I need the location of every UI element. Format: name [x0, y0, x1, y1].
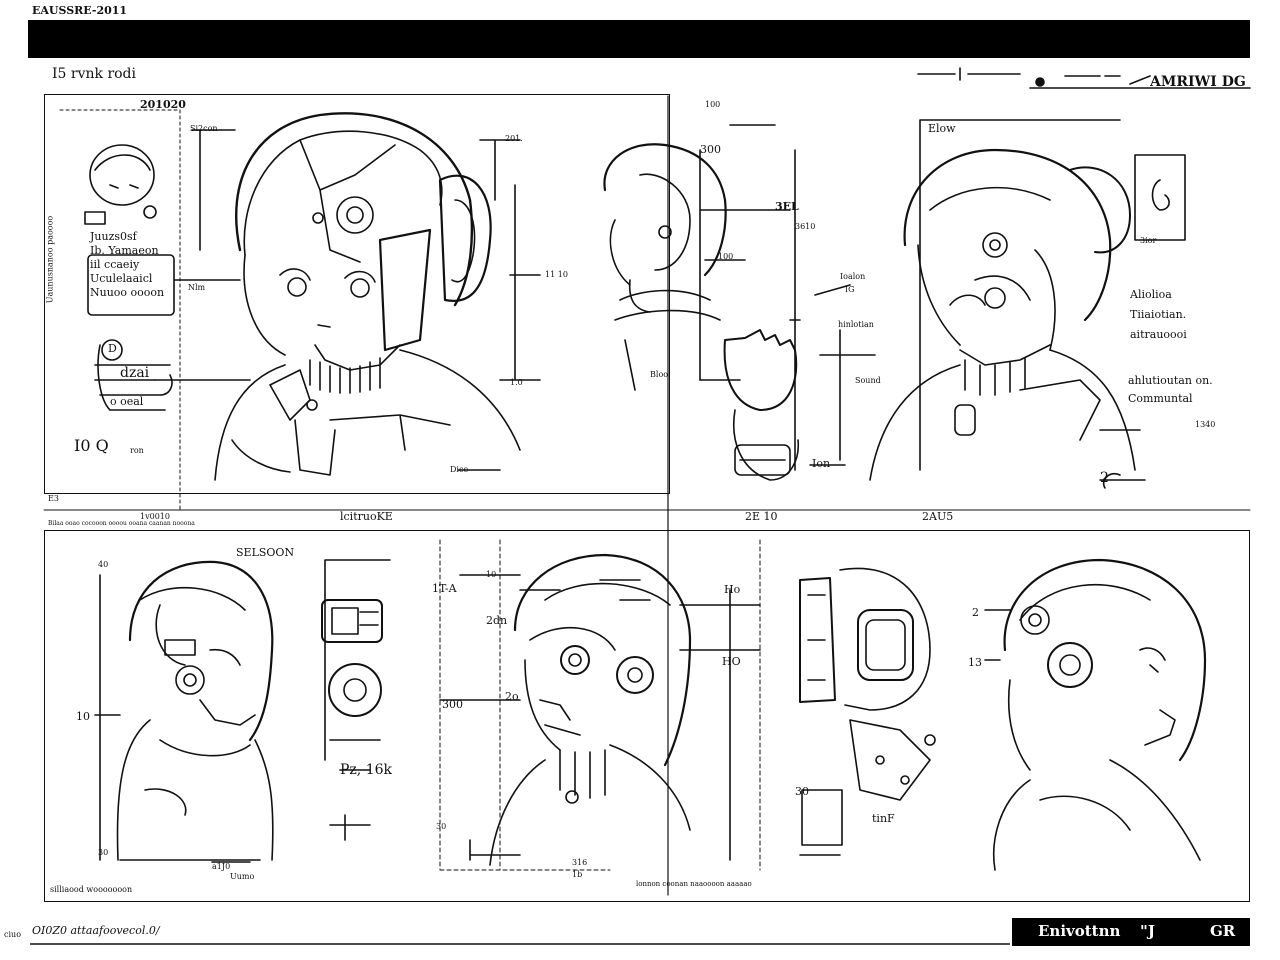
label-3: 3610 [795, 222, 816, 231]
bottom-label-17: 13 [968, 656, 982, 669]
bottom-label-14: HO [722, 655, 741, 668]
bottom-label-3: 10 [76, 710, 90, 723]
label-top-a: 100 [705, 100, 721, 109]
sheet-title: I5 rvnk rodi [52, 66, 136, 82]
bottom-label-16: tinF [872, 812, 895, 825]
title-bar [28, 20, 1250, 58]
callout-5: Dice [450, 465, 469, 474]
panel-top-left-label: 201020 [140, 98, 186, 111]
footer-label-b: "J [1140, 922, 1155, 940]
divider-label-c: 2AU5 [922, 510, 954, 523]
callout-2: 201. [505, 134, 523, 143]
bottom-label-18: 2 [972, 606, 979, 619]
right-notes-2: ahlutioutan on. Communtal [1128, 372, 1213, 408]
callout-1: Si2con [190, 124, 218, 133]
label-13: 2 [1100, 470, 1109, 486]
bottom-caption-mid: lonnon coonan naaoooon aaaaao [636, 880, 752, 888]
bottom-label-8: 2dn [486, 614, 508, 627]
footer-label-c: GR [1210, 922, 1236, 940]
label-12: 1340 [1195, 420, 1216, 429]
bottom-label-4: 30 [98, 848, 109, 857]
bottom-note-small: ron [130, 446, 144, 455]
label-7: Sound [855, 376, 881, 385]
footer-bar: Enivottnn "J GR [1012, 918, 1250, 946]
divider-label-a: lcitruoKE [340, 510, 393, 523]
label-11: hinlotian [838, 320, 874, 329]
note-line: Ib. Yamaeon [90, 244, 159, 257]
bottom-label-left: silliaood wooooooon [50, 885, 133, 894]
bottom-note: I0 Q [74, 436, 109, 455]
label-8: Ion [812, 457, 831, 470]
bottom-label-6: Uumo [230, 872, 255, 881]
divider-caption-left: Bilaa ooao cocooon oooou ooana caanan no… [48, 520, 195, 527]
bottom-small-mark: 316 [572, 858, 588, 867]
note-line: Uculelaaicl [90, 272, 153, 285]
circled-note-2: dzai [120, 365, 150, 381]
label-4: Ioalon [840, 272, 866, 281]
note-line: Nuuoo oooon [90, 286, 165, 299]
circled-note-1: D [108, 342, 117, 355]
note-line: Juuzs0sf [90, 230, 137, 243]
note-line: iil ccaeiy [90, 258, 140, 271]
vertical-note: Uaunusnanoo paoooo [45, 215, 55, 304]
divider-small-left: 1v0010 [140, 512, 170, 521]
panel-top-left [44, 94, 670, 494]
callout-3: 11 10 [545, 270, 568, 279]
label-6: Bloo [650, 370, 669, 379]
left-notes: Juuzs0sf Ib. Yamaeon iil ccaeiy Uculelaa… [90, 230, 164, 300]
bottom-label-10: 10 [486, 570, 497, 579]
bottom-label-19: 1b [572, 870, 583, 879]
bottom-label-9: 300 [442, 698, 463, 711]
top-left-label: EAUSSRE-2011 [32, 4, 128, 17]
note-line: aitrauoooi [1130, 328, 1187, 341]
bottom-label-11: 30 [436, 822, 447, 831]
bottom-label-2: 40 [98, 560, 109, 569]
divider-label-b: 2E 10 [745, 510, 778, 523]
label-9: Elow [928, 122, 956, 135]
bottom-label-mid: a1J0 [212, 862, 231, 871]
bottom-label-13: Ho [724, 583, 741, 596]
note-line: ahlutioutan on. [1128, 374, 1213, 387]
note-line: Communtal [1128, 392, 1193, 405]
top-right-label: AMRIWI DG [1150, 74, 1246, 90]
bottom-label-1: SELSOON [236, 546, 295, 559]
corner-mark: E3 [48, 494, 59, 503]
callout-4: 1.0 [510, 378, 523, 387]
note-line: Aliolioa [1130, 288, 1172, 301]
panel-bottom [44, 530, 1250, 902]
footer-left-small: ciuo [4, 930, 22, 939]
circled-note-3: o oeal [110, 395, 144, 408]
bottom-label-12: 2o [505, 690, 519, 703]
label-top-b: 300 [700, 143, 721, 156]
label-10: 3ior [1140, 236, 1157, 245]
label-5: IG [845, 285, 855, 294]
bottom-label-7: 1T-A [432, 582, 457, 595]
bottom-label-15: 30 [795, 785, 809, 798]
footer-label-a: Enivottnn [1038, 922, 1121, 940]
bottom-label-5: Pz, 16k [340, 762, 392, 778]
note-line: Tiiaiotian. [1130, 308, 1187, 321]
label-1: 3EL [775, 200, 799, 213]
label-2: 100 [718, 252, 734, 261]
footer-left-text: OI0Z0 attaafoovecol.0/ [32, 924, 160, 937]
small-side-label: Nlm [188, 283, 206, 292]
right-notes: Aliolioa Tiiaiotian. aitrauoooi [1130, 285, 1187, 345]
